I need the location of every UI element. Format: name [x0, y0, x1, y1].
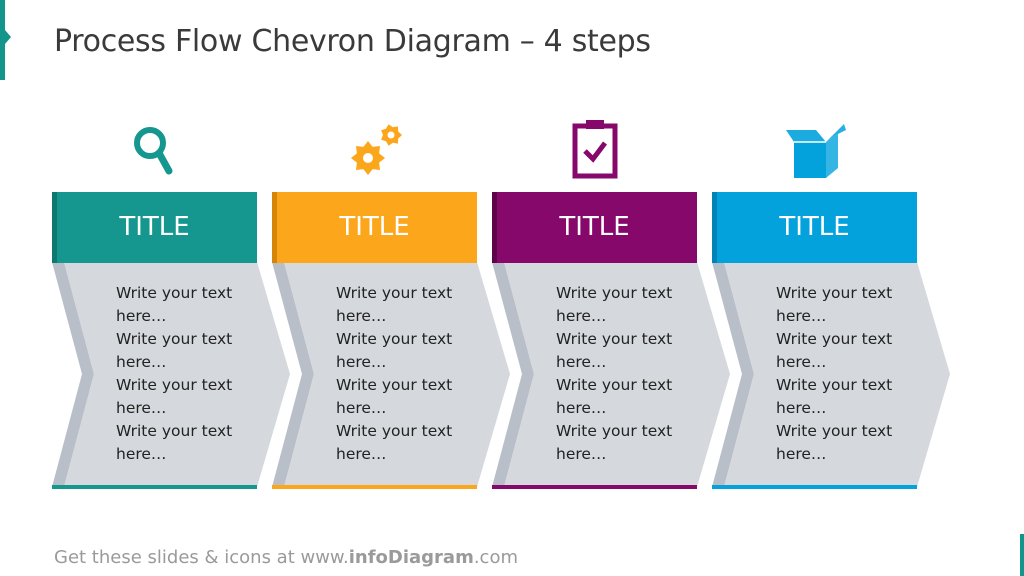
step-text-line: here…: [556, 307, 607, 325]
footer-suffix: .com: [473, 547, 518, 568]
chevron-body: [492, 262, 730, 487]
step-title: TITLE: [119, 212, 190, 242]
step-text: Write your text here… Write your text here……: [336, 282, 496, 466]
magnifier-icon: [124, 118, 186, 182]
step-text-line: here…: [776, 399, 827, 417]
step-text-line: here…: [556, 353, 607, 371]
step-bottom-bar: [712, 485, 917, 489]
step-text: Write your text here… Write your text here……: [556, 282, 716, 466]
left-accent-arrow: [5, 30, 11, 44]
step-text-line: Write your text: [336, 422, 453, 440]
left-accent-bar: [0, 0, 5, 80]
right-accent-bar: [1020, 534, 1024, 576]
step-bottom-bar: [272, 485, 477, 489]
step-text-line: Write your text: [776, 330, 893, 348]
step-text-line: here…: [336, 353, 387, 371]
clipboard-check-icon: [564, 118, 626, 182]
footer-brand: infoDiagram: [348, 547, 474, 568]
slide-title: Process Flow Chevron Diagram – 4 steps: [54, 24, 651, 59]
step-text-line: here…: [556, 445, 607, 463]
step-text-line: here…: [336, 399, 387, 417]
step-text-line: here…: [336, 307, 387, 325]
box-icon: [784, 118, 846, 182]
step-header-edge: [52, 192, 57, 263]
step-text-line: Write your text: [336, 284, 453, 302]
step-bottom-bar: [492, 485, 697, 489]
step-text-line: Write your text: [336, 376, 453, 394]
step-text-line: here…: [116, 445, 167, 463]
step-text-line: here…: [116, 307, 167, 325]
step-header: [492, 192, 697, 263]
step-text: Write your text here… Write your text here……: [116, 282, 276, 466]
chevron-body: [712, 262, 950, 487]
step-text-line: Write your text: [336, 330, 453, 348]
step-text-line: Write your text: [556, 422, 673, 440]
step-text-line: Write your text: [116, 284, 233, 302]
step-text-line: Write your text: [776, 422, 893, 440]
step-text-line: here…: [776, 353, 827, 371]
chevron-body: [272, 262, 510, 487]
step-text-line: here…: [776, 445, 827, 463]
step-header: [52, 192, 257, 263]
step-text-line: Write your text: [556, 284, 673, 302]
step-text-line: here…: [336, 445, 387, 463]
step-text-line: here…: [776, 307, 827, 325]
step-title: TITLE: [559, 212, 630, 242]
step-text-line: here…: [116, 399, 167, 417]
step-text-line: Write your text: [556, 330, 673, 348]
step-text-line: here…: [556, 399, 607, 417]
step-text-line: Write your text: [776, 284, 893, 302]
gears-icon: [344, 118, 406, 182]
step-bottom-bar: [52, 485, 257, 489]
step-text-line: Write your text: [556, 376, 673, 394]
step-header-edge: [492, 192, 497, 263]
step-title: TITLE: [779, 212, 850, 242]
step-text-line: Write your text: [116, 376, 233, 394]
step-header: [272, 192, 477, 263]
step-text-line: Write your text: [116, 422, 233, 440]
step-text-line: here…: [116, 353, 167, 371]
step-header-edge: [272, 192, 277, 263]
step-header-edge: [712, 192, 717, 263]
step-text: Write your text here… Write your text here……: [776, 282, 936, 466]
step-title: TITLE: [339, 212, 410, 242]
step-header: [712, 192, 917, 263]
footer-credit: Get these slides & icons at www.infoDiag…: [54, 547, 518, 568]
chevron-body: [52, 262, 290, 487]
step-text-line: Write your text: [776, 376, 893, 394]
step-text-line: Write your text: [116, 330, 233, 348]
footer-prefix: Get these slides & icons at www.: [54, 547, 349, 568]
